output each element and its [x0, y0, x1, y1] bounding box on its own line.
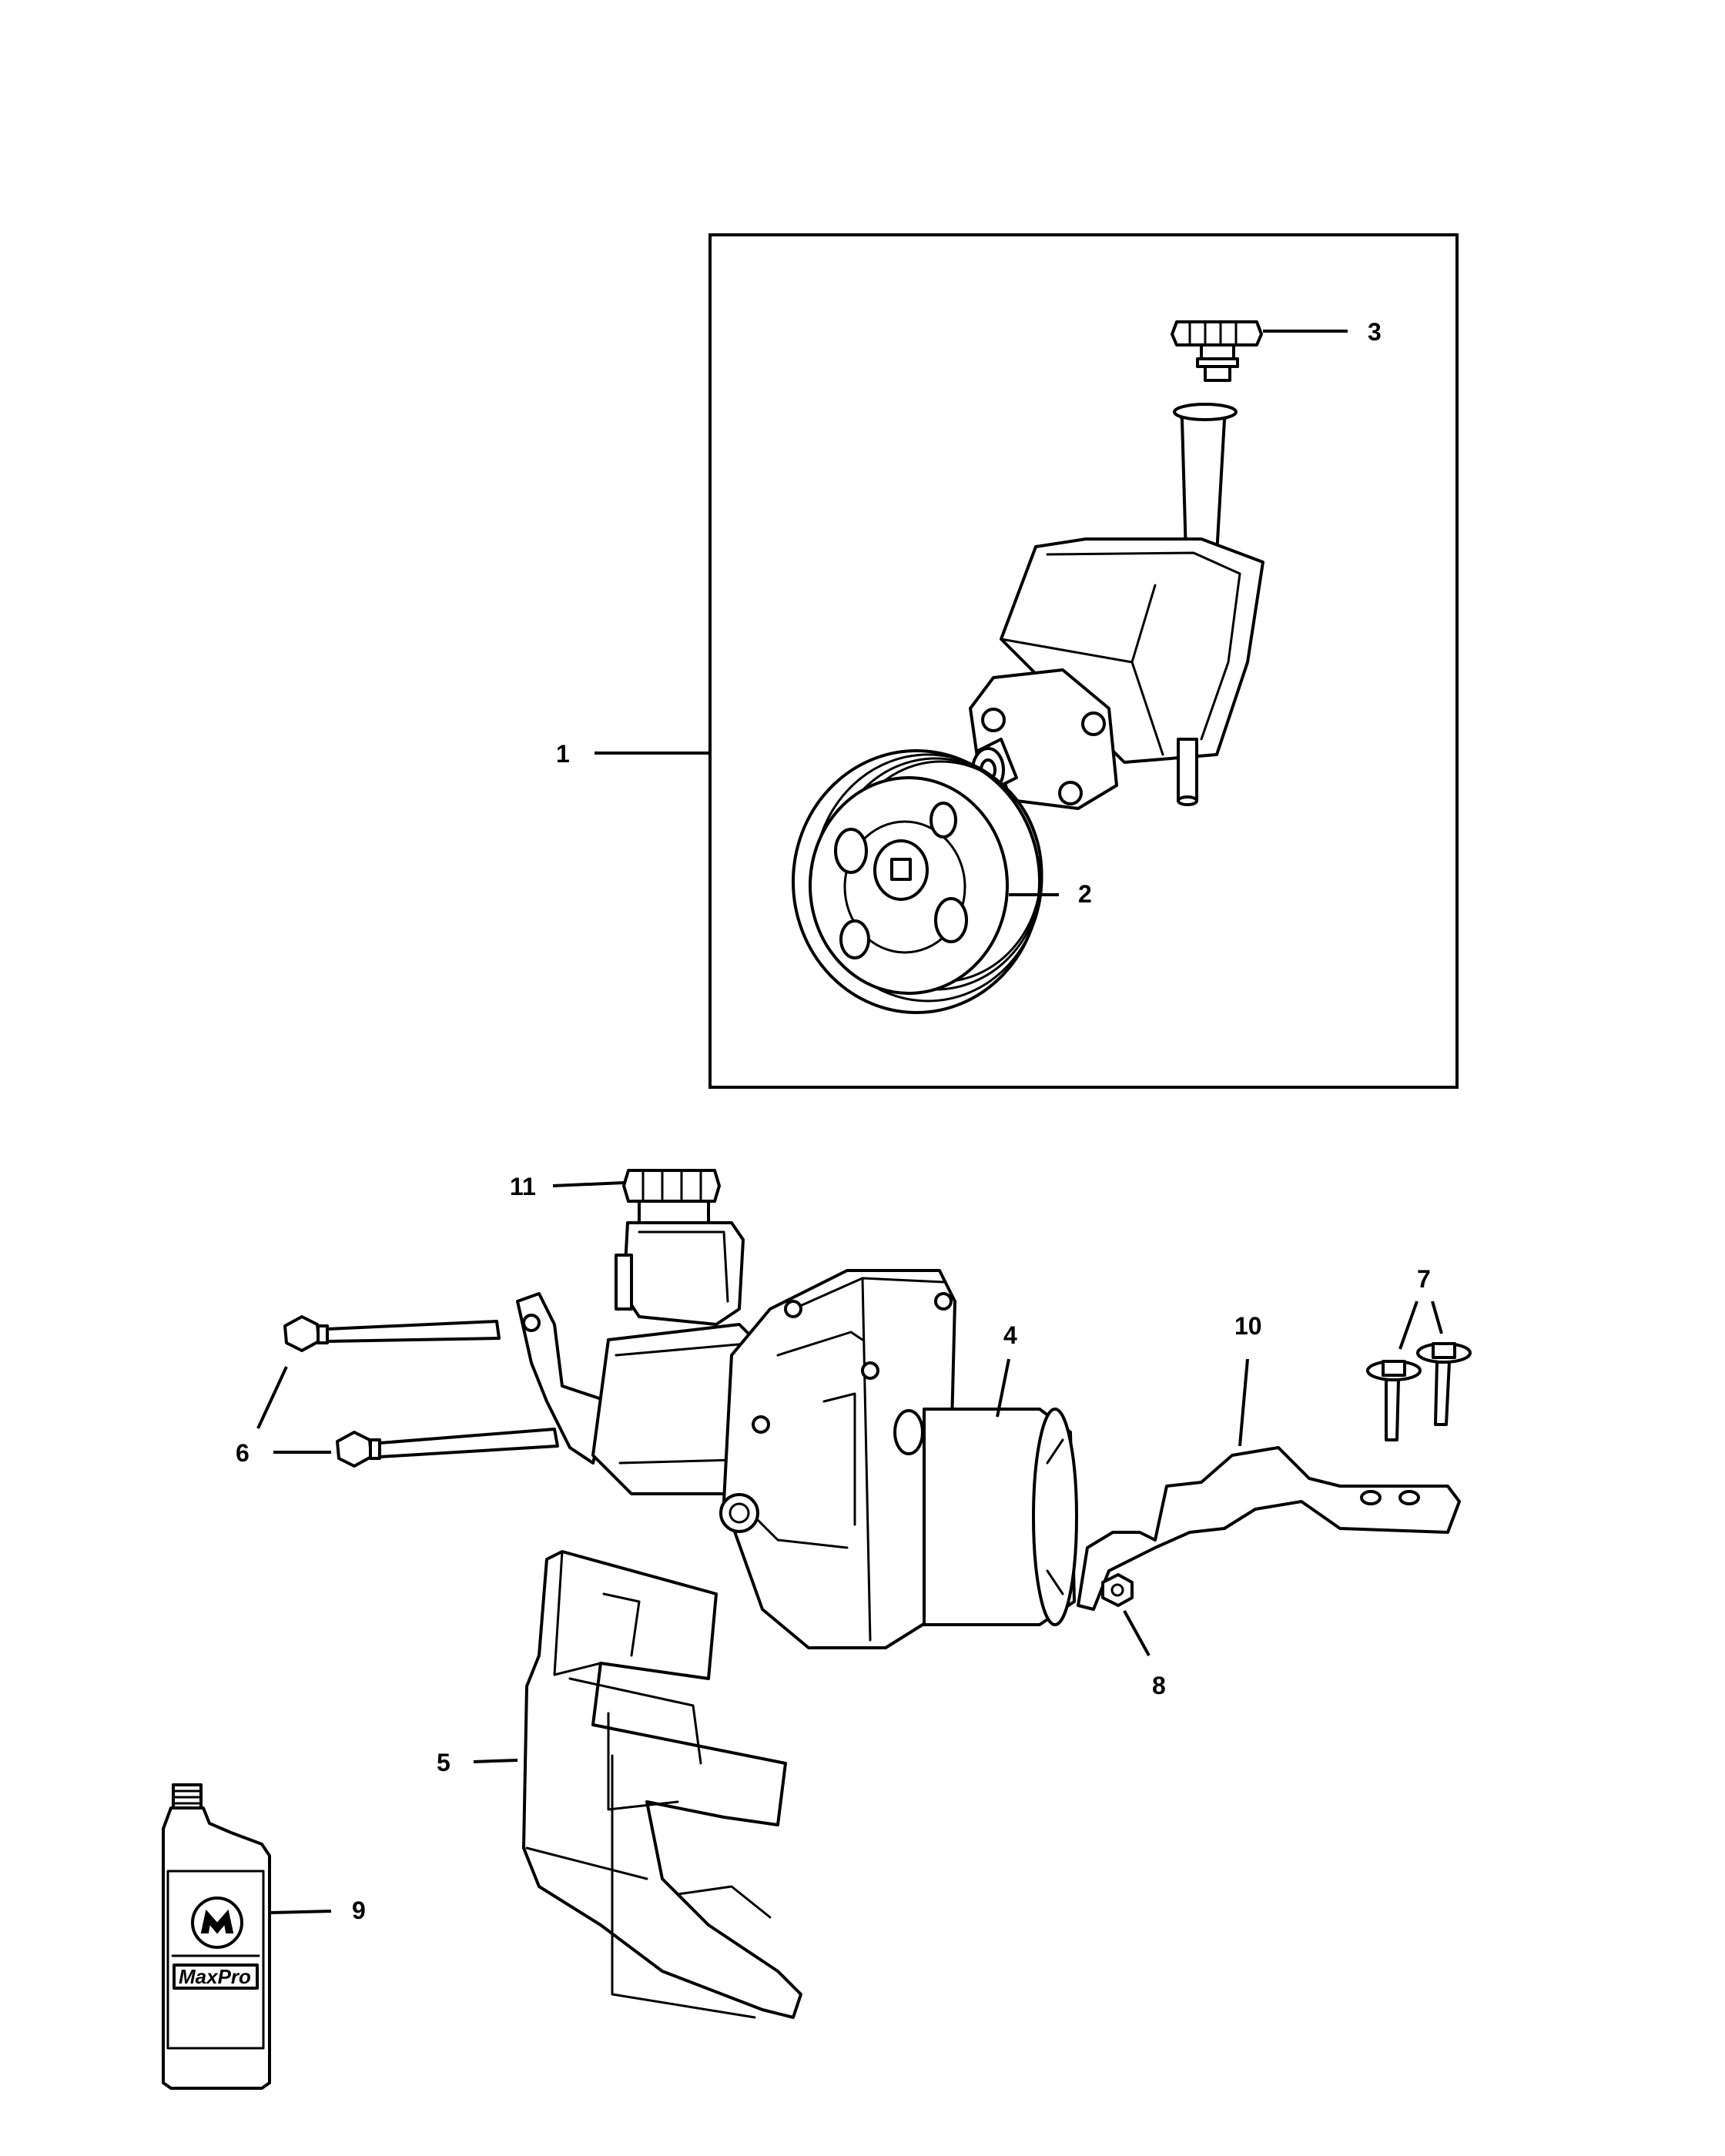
- callout-2[interactable]: 2: [1009, 880, 1092, 908]
- svg-text:11: 11: [510, 1173, 536, 1200]
- nut-part-8: [1101, 1573, 1134, 1607]
- svg-text:4: 4: [1003, 1321, 1017, 1349]
- callout-4[interactable]: 4: [996, 1321, 1017, 1418]
- callout-6[interactable]: 6: [236, 1366, 331, 1467]
- callout-9[interactable]: 9: [270, 1897, 366, 1924]
- svg-text:8: 8: [1152, 1672, 1166, 1699]
- kit-frame: [708, 233, 1459, 1089]
- svg-text:6: 6: [236, 1439, 250, 1467]
- reservoir-cap-part-3: [1171, 320, 1263, 382]
- svg-text:7: 7: [1417, 1265, 1431, 1293]
- svg-text:2: 2: [1078, 880, 1092, 908]
- bolt-part-7-right: [1416, 1342, 1472, 1426]
- bolt-part-7-left: [1366, 1360, 1422, 1441]
- fluid-bottle-part-9: MaxPro: [162, 1783, 271, 2090]
- callout-7[interactable]: 7: [1398, 1265, 1443, 1350]
- shield-part-5: [522, 1550, 802, 2019]
- power-steering-pump-part-1: [969, 403, 1264, 810]
- svg-text:10: 10: [1234, 1312, 1262, 1340]
- callout-1[interactable]: 1: [556, 740, 710, 768]
- bottle-brand-label: MaxPro: [179, 1965, 251, 1988]
- electric-pump-part-4: [516, 1169, 1078, 1649]
- pulley-part-2: [792, 749, 1043, 1014]
- svg-text:1: 1: [556, 740, 570, 768]
- bolt-part-6-lower: [336, 1428, 559, 1468]
- svg-text:9: 9: [352, 1897, 366, 1924]
- callout-10[interactable]: 10: [1234, 1312, 1262, 1447]
- callout-5[interactable]: 5: [437, 1749, 518, 1776]
- svg-text:5: 5: [437, 1749, 451, 1776]
- svg-text:3: 3: [1368, 318, 1382, 346]
- bolt-part-6-upper: [283, 1315, 501, 1352]
- callout-11[interactable]: 11: [510, 1173, 625, 1200]
- callout-8[interactable]: 8: [1123, 1610, 1166, 1699]
- callout-3[interactable]: 3: [1263, 318, 1382, 346]
- bracket-part-10: [1077, 1446, 1461, 1611]
